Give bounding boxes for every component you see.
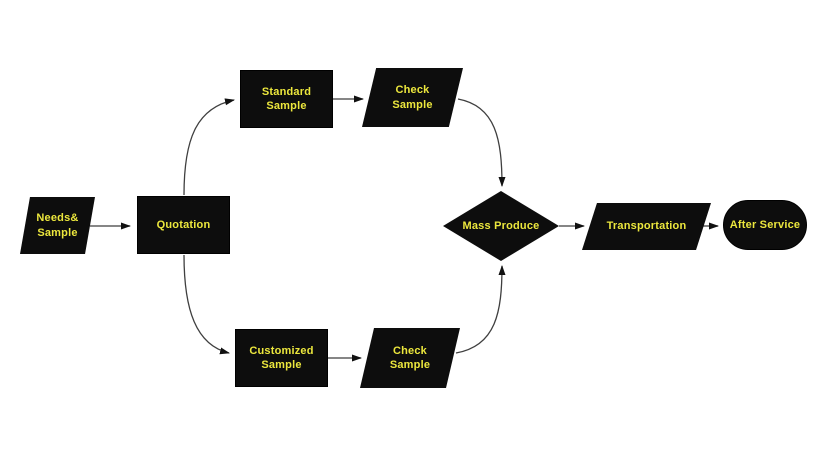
node-mass-produce-label: Mass Produce — [462, 219, 540, 232]
node-check-sample-bottom-label: Check Sample — [389, 344, 431, 371]
node-quotation-label: Quotation — [156, 218, 211, 231]
node-standard-sample: Standard Sample — [240, 70, 333, 128]
node-customized-sample-label: Customized Sample — [249, 344, 314, 371]
edge-check-sample-bottom-to-mass-produce — [455, 265, 506, 354]
node-check-sample-bottom: Check Sample — [360, 328, 460, 388]
node-after-service: After Service — [723, 200, 807, 250]
node-standard-sample-label: Standard Sample — [261, 85, 312, 112]
node-transportation-label: Transportation — [606, 220, 687, 233]
node-quotation: Quotation — [137, 196, 230, 254]
node-transportation: Transportation — [582, 203, 711, 250]
edge-check-sample-top-to-mass-produce — [457, 98, 506, 187]
node-after-service-label: After Service — [729, 218, 801, 231]
node-needs-sample: Needs& Sample — [20, 197, 95, 254]
edge-quotation-to-standard-sample — [183, 98, 235, 196]
node-mass-produce: Mass Produce — [443, 191, 559, 261]
node-check-sample-top-label: Check Sample — [392, 84, 433, 111]
node-customized-sample: Customized Sample — [235, 329, 328, 387]
edge-quotation-to-customized-sample — [183, 254, 230, 355]
node-check-sample-top: Check Sample — [362, 68, 463, 127]
node-needs-sample-label: Needs& Sample — [36, 212, 79, 239]
